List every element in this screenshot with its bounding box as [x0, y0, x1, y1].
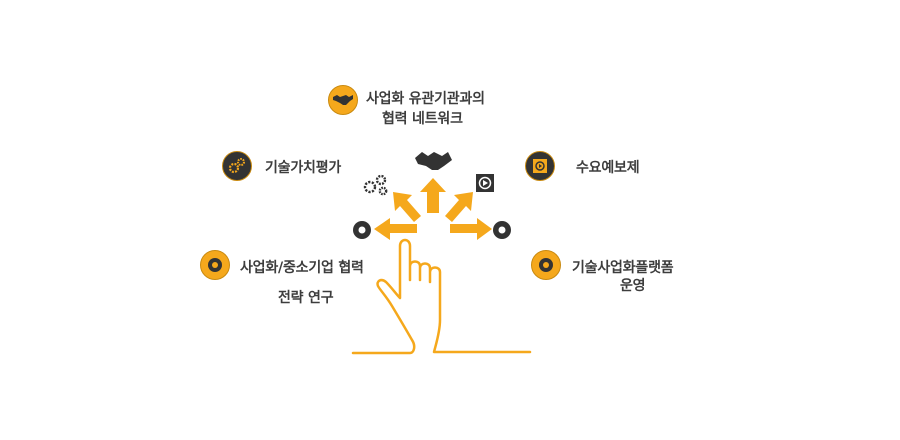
chrome-icon	[539, 258, 553, 272]
play-screen-small-icon	[476, 174, 494, 192]
play-screen-icon	[533, 159, 547, 173]
gears-small-icon	[363, 174, 388, 196]
aperture-icon	[208, 258, 222, 272]
valuation-label: 기술가치평가	[265, 160, 342, 176]
chrome-small-icon	[493, 221, 511, 239]
platform-label-line2: 운영	[620, 278, 646, 294]
valuation-badge	[222, 151, 252, 181]
platform-label-line1: 기술사업화플랫폼	[572, 260, 674, 276]
center-graphic	[351, 152, 532, 355]
sme-label-line1: 사업화/중소기업 협력	[240, 260, 364, 276]
arrows	[374, 178, 492, 240]
gears-icon	[228, 158, 245, 174]
hand-outline	[351, 238, 532, 355]
network-label-line1: 사업화 유관기관과의	[366, 91, 485, 107]
network-badge	[328, 85, 358, 115]
network-label-line2: 협력 네트워크	[382, 111, 463, 127]
sme-label-line2: 전략 연구	[278, 290, 334, 306]
forecast-badge	[525, 151, 555, 181]
aperture-small-icon	[353, 221, 371, 239]
sme-badge	[200, 250, 230, 280]
handshake-small-icon	[415, 152, 452, 170]
forecast-label: 수요예보제	[576, 160, 640, 176]
handshake-icon	[333, 95, 353, 105]
platform-badge	[531, 250, 561, 280]
